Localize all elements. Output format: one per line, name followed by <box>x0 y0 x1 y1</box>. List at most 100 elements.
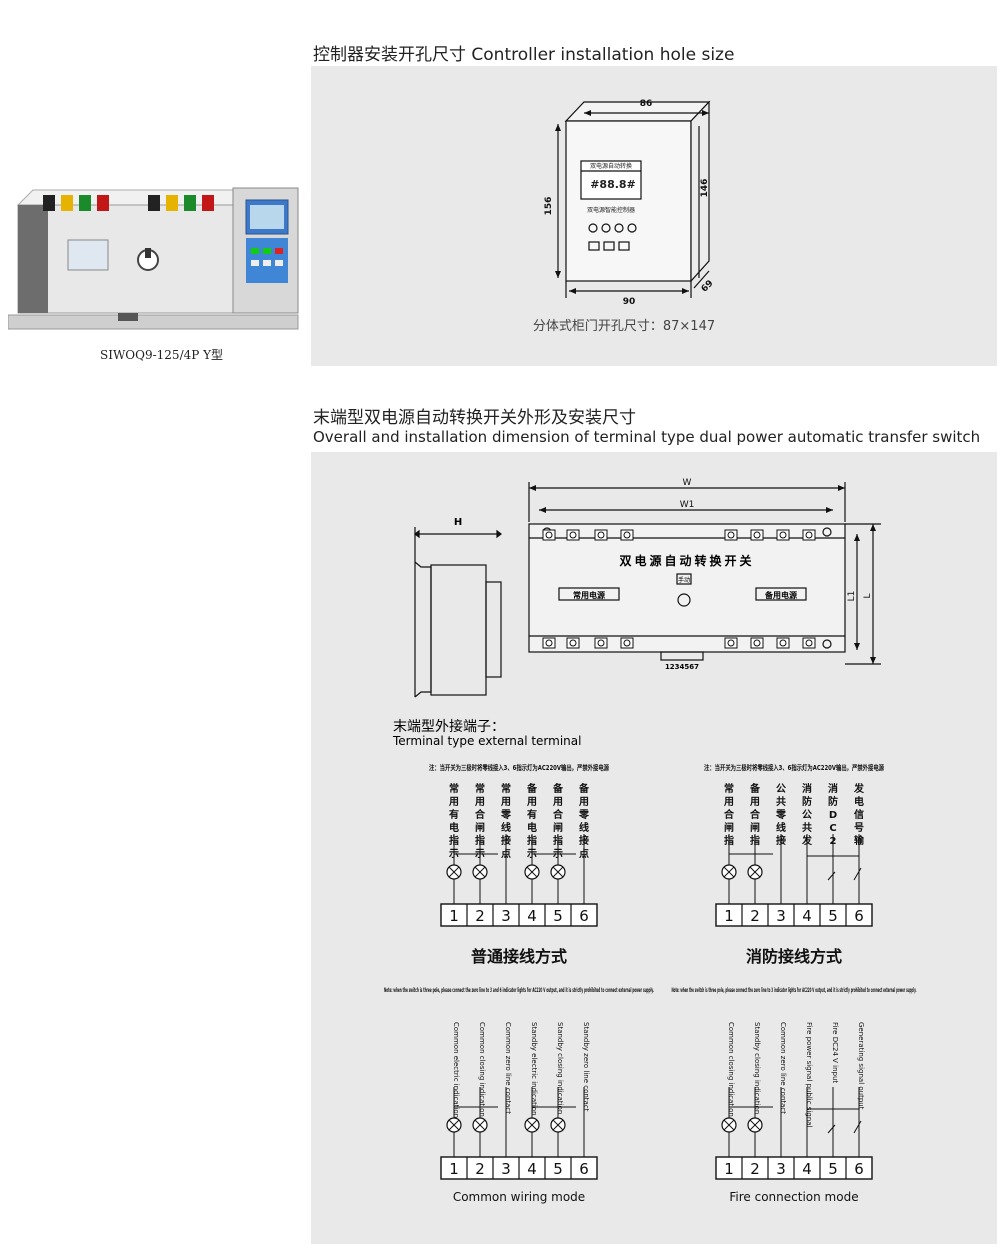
wire-label-cn: 用 <box>552 796 563 808</box>
wire-label-cn: 有 <box>527 808 537 821</box>
front-label: 双电源智能控制器 <box>587 206 635 214</box>
terminal-screw <box>750 529 764 541</box>
terminal-screw <box>776 529 790 541</box>
terminal-screw <box>776 637 790 649</box>
wire-label-cn: C <box>829 823 836 834</box>
wire-label-en: Common closing indication <box>727 1022 735 1117</box>
wire-label-cn: D <box>829 810 837 821</box>
terminal-screw <box>620 529 634 541</box>
terminal-digit: 3 <box>501 907 511 925</box>
wire-label-cn: 有 <box>449 808 459 821</box>
wiring-mode-caption: Common wiring mode <box>453 1190 585 1204</box>
terminal-screws <box>542 529 816 649</box>
wire-label-cn: 电 <box>449 821 459 834</box>
terminal-screw <box>594 529 608 541</box>
wiring-diagrams: 注：当开关为三极时将零线接入3、6指示灯为AC220V输出，严禁外接电源常用有电… <box>384 763 917 1204</box>
terminal-screw <box>566 529 580 541</box>
wire-label-cn: 防 <box>828 795 838 808</box>
wire-label-cn: 线 <box>579 821 589 834</box>
terminal-screw <box>566 637 580 649</box>
terminal-digit: 4 <box>802 907 812 925</box>
wire-label-cn: 常 <box>724 782 734 795</box>
terminal-screw <box>724 637 738 649</box>
terminal-digit: 4 <box>527 907 537 925</box>
right-power-label: 备用电源 <box>764 590 797 600</box>
terminal-digit: 6 <box>854 907 864 925</box>
dim-146: 146 <box>700 179 710 198</box>
wire-label-cn: 用 <box>500 796 511 808</box>
terminal-screw <box>802 637 816 649</box>
terminal-digit: 1 <box>449 907 459 925</box>
wire-label-cn: 公 <box>776 783 786 795</box>
wire-label-cn: 用 <box>578 796 589 808</box>
dim-w: W <box>683 478 692 488</box>
wire-label-cn: 零 <box>500 808 512 821</box>
wire-label-cn: 闸 <box>724 821 734 834</box>
controller-title: 控制器安装开孔尺寸 Controller installation hole s… <box>313 45 735 65</box>
terminal-screw <box>750 637 764 649</box>
controller-panel: 双电源自动转换 #88.8# 双电源智能控制器 86 156 146 90 69… <box>311 66 997 366</box>
terminal-digit: 4 <box>527 1160 537 1178</box>
wire-label-cn: 消 <box>828 782 838 795</box>
wire-label-cn: 号 <box>854 822 864 834</box>
wire-label-cn: 零 <box>578 808 590 821</box>
terminal-digit: 4 <box>802 1160 812 1178</box>
manual-label: 手动 <box>678 576 690 584</box>
terminal-digit: 3 <box>501 1160 511 1178</box>
terminal-digit: 6 <box>579 1160 589 1178</box>
dim-l: L <box>863 593 873 598</box>
dim-86: 86 <box>640 99 653 109</box>
wire-label-cn: 共 <box>802 821 812 834</box>
wire-label-cn: 常 <box>501 782 511 795</box>
wiring-mode-caption: 普通接线方式 <box>471 947 567 966</box>
terminal-numbers: 1234567 <box>665 663 699 671</box>
wire-label-en: Fire power signal public signal <box>805 1022 813 1128</box>
wire-label-cn: 用 <box>723 796 734 808</box>
external-terminal-title-cn: 末端型外接端子： <box>393 718 505 735</box>
wire-label-cn: 共 <box>776 795 786 808</box>
wire-label-cn: 线 <box>501 821 511 834</box>
dim-h: H <box>454 517 462 528</box>
terminal-screw <box>594 637 608 649</box>
wire-label-cn: 合 <box>474 808 486 821</box>
dim-90: 90 <box>623 297 636 307</box>
product-model-caption: SIWOQ9-125/4P Y型 <box>100 348 224 362</box>
wire-label-cn: 备 <box>552 782 564 795</box>
terminal-digit: 5 <box>553 1160 563 1178</box>
left-power-label: 常用电源 <box>573 590 605 600</box>
screen-text: 双电源自动转换 <box>590 162 632 170</box>
wiring-note: Note: when the switch is three pole, ple… <box>384 986 654 994</box>
wire-label-en: Common electric indication <box>452 1022 460 1118</box>
terminal-digit: 1 <box>724 1160 734 1178</box>
wire-label-cn: 常 <box>475 782 485 795</box>
wire-label-en: Common closing indication <box>478 1022 486 1117</box>
wire-label-cn: 用 <box>526 796 537 808</box>
product-photo <box>7 160 308 345</box>
wire-label-en: Standby closing indication <box>556 1022 564 1114</box>
wiring-note: 注：当开关为三极时将零线接入3、6指示灯为AC220V输出，严禁外接电源 <box>429 763 609 772</box>
terminal-digit: 2 <box>750 907 760 925</box>
wire-label-cn: 合 <box>723 808 735 821</box>
terminal-digit: 3 <box>776 1160 786 1178</box>
wire-label-cn: 防 <box>802 795 812 808</box>
wire-label-cn: 信 <box>854 808 864 821</box>
wire-label-en: Standby zero line contact <box>582 1022 590 1112</box>
wiring-mode-caption: Fire connection mode <box>729 1190 858 1204</box>
wire-label-cn: 合 <box>552 808 564 821</box>
device-body-title: 双电源自动转换开关 <box>619 553 754 568</box>
terminal-digit: 3 <box>776 907 786 925</box>
wire-label-cn: 用 <box>448 796 459 808</box>
terminal-screw <box>802 529 816 541</box>
terminal-digit: 2 <box>475 1160 485 1178</box>
wire-label-cn: 闸 <box>750 821 760 834</box>
terminal-digit: 2 <box>475 907 485 925</box>
wire-label-cn: 电 <box>854 795 864 808</box>
terminal-digit: 6 <box>854 1160 864 1178</box>
terminal-title-cn: 末端型双电源自动转换开关外形及安装尺寸 <box>313 408 636 428</box>
terminal-digit: 6 <box>579 907 589 925</box>
wire-label-cn: 备 <box>526 782 538 795</box>
